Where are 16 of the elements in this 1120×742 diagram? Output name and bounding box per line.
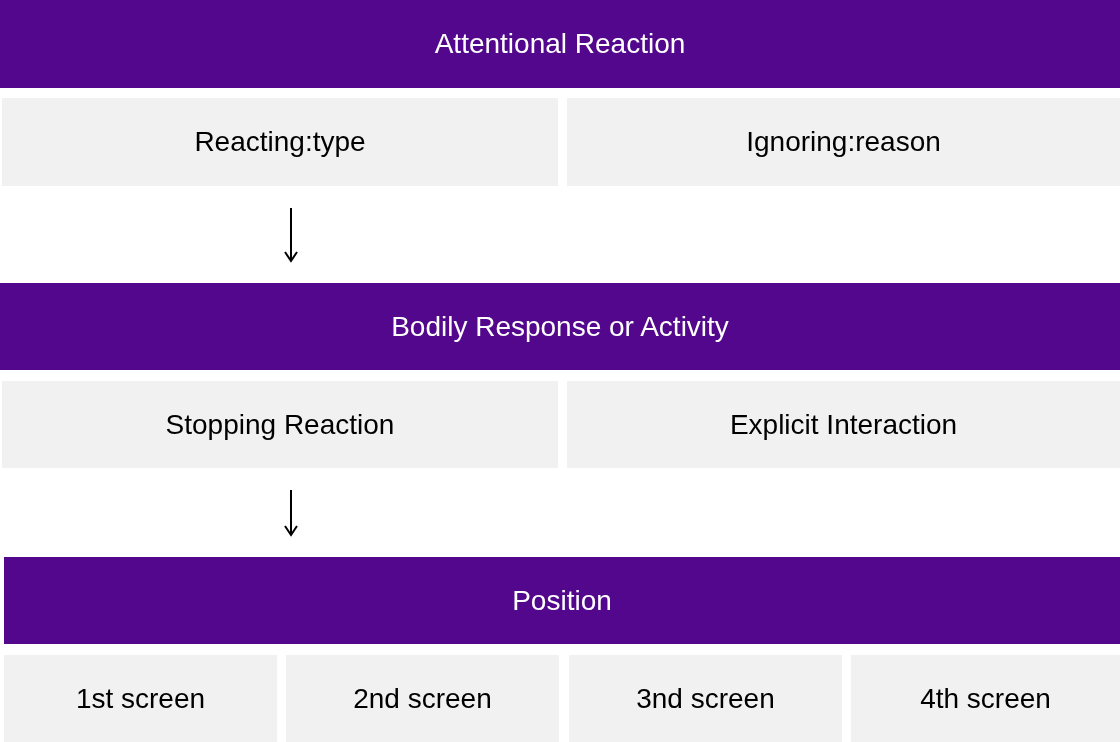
section-header-bar bbox=[0, 0, 1120, 88]
box-label: Reacting:type bbox=[194, 125, 366, 159]
section-header-bar bbox=[0, 283, 1120, 370]
arrow bbox=[284, 207, 298, 262]
box-label: Ignoring:reason bbox=[746, 125, 941, 159]
box-label: 3nd screen bbox=[636, 681, 775, 716]
arrow bbox=[284, 489, 298, 536]
box-label: Stopping Reaction bbox=[165, 407, 395, 442]
box-label: Position bbox=[512, 583, 612, 618]
section-header-bar bbox=[4, 557, 1120, 644]
box-label: Attentional Reaction bbox=[434, 27, 686, 61]
box-label: Explicit Interaction bbox=[729, 407, 958, 442]
box-label: 1st screen bbox=[75, 681, 206, 716]
box-label: Bodily Response or Activity bbox=[391, 309, 729, 344]
box-label: 2nd screen bbox=[353, 681, 492, 716]
box-label: 4th screen bbox=[920, 681, 1051, 716]
